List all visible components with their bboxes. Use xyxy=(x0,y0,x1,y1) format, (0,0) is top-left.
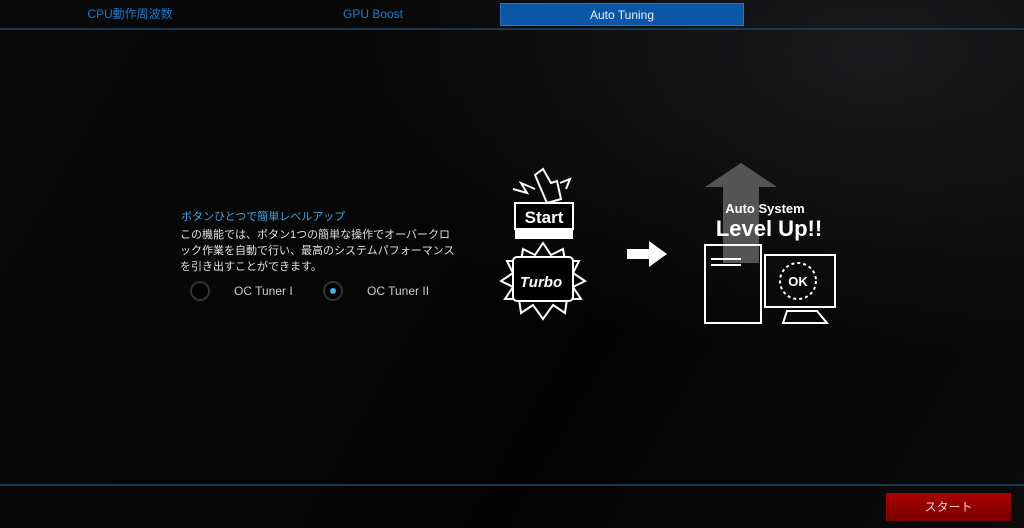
radio-circle xyxy=(190,281,210,301)
oc-tuner-2-radio[interactable]: OC Tuner II xyxy=(323,281,429,301)
tab-gpu-boost[interactable]: GPU Boost xyxy=(342,7,404,21)
radio-dot xyxy=(330,288,336,294)
arrow-up-icon xyxy=(705,163,777,263)
tab-cpu-frequency[interactable]: CPU動作周波数 xyxy=(87,7,173,21)
tab-bar: CPU動作周波数 GPU Boost Auto Tuning xyxy=(0,0,1024,29)
radio-label: OC Tuner I xyxy=(234,284,293,298)
arrow-right-icon xyxy=(627,241,667,267)
section-heading: ボタンひとつで簡単レベルアップ xyxy=(181,211,346,223)
divider xyxy=(0,484,1024,486)
tab-auto-tuning[interactable]: Auto Tuning xyxy=(500,3,744,26)
level-up-text: Level Up!! xyxy=(716,216,822,241)
computer-icon xyxy=(704,244,836,324)
divider xyxy=(0,28,1024,30)
ok-text: OK xyxy=(788,274,808,289)
cpu-chip-icon: Turbo xyxy=(499,241,587,321)
turbo-text: Turbo xyxy=(520,274,562,291)
auto-system-text: Auto System xyxy=(725,201,804,216)
start-button[interactable]: スタート xyxy=(886,493,1011,521)
radio-label: OC Tuner II xyxy=(367,284,430,298)
hand-pointer-icon xyxy=(512,167,572,205)
description: この機能では、ボタン1つの簡単な操作でオーバークロック作業を自動で行い、最高のシ… xyxy=(180,229,455,273)
start-key-icon xyxy=(514,202,574,230)
radio-circle xyxy=(323,281,343,301)
auto-tuning-illustration: Start Turbo Auto System Level Up!! OK xyxy=(499,163,836,324)
oc-tuner-1-radio[interactable]: OC Tuner I xyxy=(190,281,293,301)
start-text: Start xyxy=(525,208,564,227)
